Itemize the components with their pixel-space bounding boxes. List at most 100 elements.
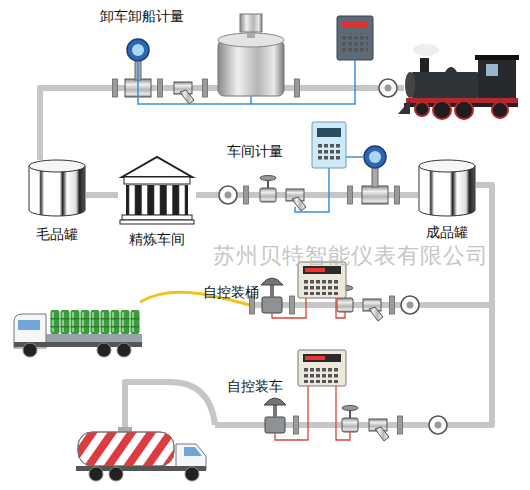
pipe-run-part (215, 422, 445, 428)
workshop-equipment-part (317, 142, 341, 160)
tanker-truck-part (78, 432, 174, 466)
building-column (154, 185, 160, 215)
tank-outline (85, 166, 86, 210)
filling-equipment-part (336, 298, 345, 318)
workshop-equipment-part (286, 189, 306, 211)
loading-equipment-part (429, 416, 447, 434)
workshop-equipment-part (362, 186, 388, 204)
barrel-truck-part (117, 343, 131, 357)
workshop-equipment-part (312, 122, 346, 168)
tank-outline (29, 166, 30, 210)
filling-equipment-part (261, 278, 283, 313)
unloading-equipment-part (337, 16, 373, 60)
barrel-truck-part (46, 334, 142, 342)
unloading-equipment (113, 14, 398, 104)
metering-station: 车间计量 (205, 130, 410, 215)
pipe (86, 192, 118, 198)
loading-equipment-part (275, 386, 308, 440)
tank-outline (419, 166, 420, 210)
unloading-equipment-part (174, 82, 194, 104)
filling-equipment-part (390, 296, 395, 314)
unloading-equipment-part (158, 79, 163, 97)
locomotive-part (415, 102, 429, 116)
loading-equipment (264, 350, 447, 441)
locomotive-part (410, 72, 480, 98)
barrel-truck-part (18, 320, 40, 330)
tank-body (419, 166, 475, 210)
tank-outline (475, 166, 476, 210)
workshop-equipment-part (260, 176, 276, 203)
workshop-equipment (219, 122, 400, 212)
loading-equipment-part (294, 416, 299, 434)
building-roof (122, 157, 192, 177)
workshop-equipment-part (364, 146, 386, 187)
unloading-equipment-part (203, 79, 208, 97)
node-label: 车间计量 (227, 143, 283, 159)
filling-equipment-part (401, 296, 419, 314)
loading-equipment-part (336, 386, 350, 440)
loading-equipment-part (342, 406, 358, 433)
loading-station: 自控装车 (215, 345, 445, 445)
locomotive (398, 44, 519, 119)
pipe-run-part (125, 382, 215, 428)
building-column (142, 185, 148, 215)
node-label: 成品罐 (418, 224, 476, 240)
node-label: 精炼车间 (118, 231, 196, 247)
tanker-truck-part (78, 432, 174, 466)
barrel-truck-part (50, 310, 140, 334)
loading-equipment-part (398, 416, 403, 434)
tank-body (29, 166, 85, 210)
tanker-truck-part (89, 467, 103, 481)
locomotive-part (413, 44, 439, 56)
tanker-truck-part (184, 447, 202, 456)
tanker-truck (76, 427, 206, 481)
workshop-equipment-part (244, 186, 249, 204)
locomotive-part (433, 101, 451, 119)
barrel-truck-part (23, 343, 37, 357)
barrel-truck (14, 310, 142, 357)
workshop-equipment-part (317, 128, 341, 137)
unloading-equipment-part (240, 14, 262, 32)
building-column (167, 185, 173, 215)
unloading-equipment-part (218, 40, 284, 96)
tanker-truck-part (78, 432, 174, 466)
node-label: 卸车卸船计量 (100, 8, 184, 24)
workshop-equipment-part (295, 168, 329, 212)
locomotive-part (455, 101, 473, 119)
locomotive-part (445, 67, 457, 72)
locomotive-part (486, 64, 498, 76)
tank-top (419, 160, 475, 172)
building-column (129, 185, 135, 215)
filling-station: 自控装桶 (200, 262, 425, 327)
unloading-equipment-part (342, 33, 368, 53)
tanker-truck-part (185, 467, 199, 481)
workshop-equipment-part (348, 186, 353, 204)
locomotive-part (492, 102, 508, 118)
loading-equipment-part (369, 419, 389, 441)
filling-equipment-part (272, 298, 306, 318)
building-base (120, 220, 194, 224)
barrel-truck-part (97, 343, 111, 357)
filling-equipment (140, 262, 419, 321)
filling-equipment-part (363, 299, 383, 321)
pipe (410, 192, 418, 198)
unloading-equipment-part (295, 79, 300, 97)
building-beam (124, 177, 190, 184)
storage-tank: 成品罐 (418, 160, 476, 246)
tank-top (29, 160, 85, 172)
node-label: 毛品罐 (28, 226, 86, 242)
building-hall (126, 185, 188, 215)
locomotive-part (398, 100, 410, 114)
workshop-equipment-part (346, 156, 364, 158)
tanker-truck-part (109, 467, 123, 481)
workshop-equipment-part (395, 186, 400, 204)
refinery-building: 精炼车间 (118, 155, 196, 247)
unloading-equipment-part (250, 96, 252, 104)
metering-station: 卸车卸船计量 (95, 6, 360, 112)
storage-tank: 毛品罐 (28, 160, 86, 246)
locomotive-part (420, 58, 429, 74)
node-label: 自控装桶 (203, 284, 259, 300)
node-label: 自控装车 (227, 378, 283, 394)
workshop-equipment-part (219, 186, 237, 204)
pipe (40, 88, 95, 160)
